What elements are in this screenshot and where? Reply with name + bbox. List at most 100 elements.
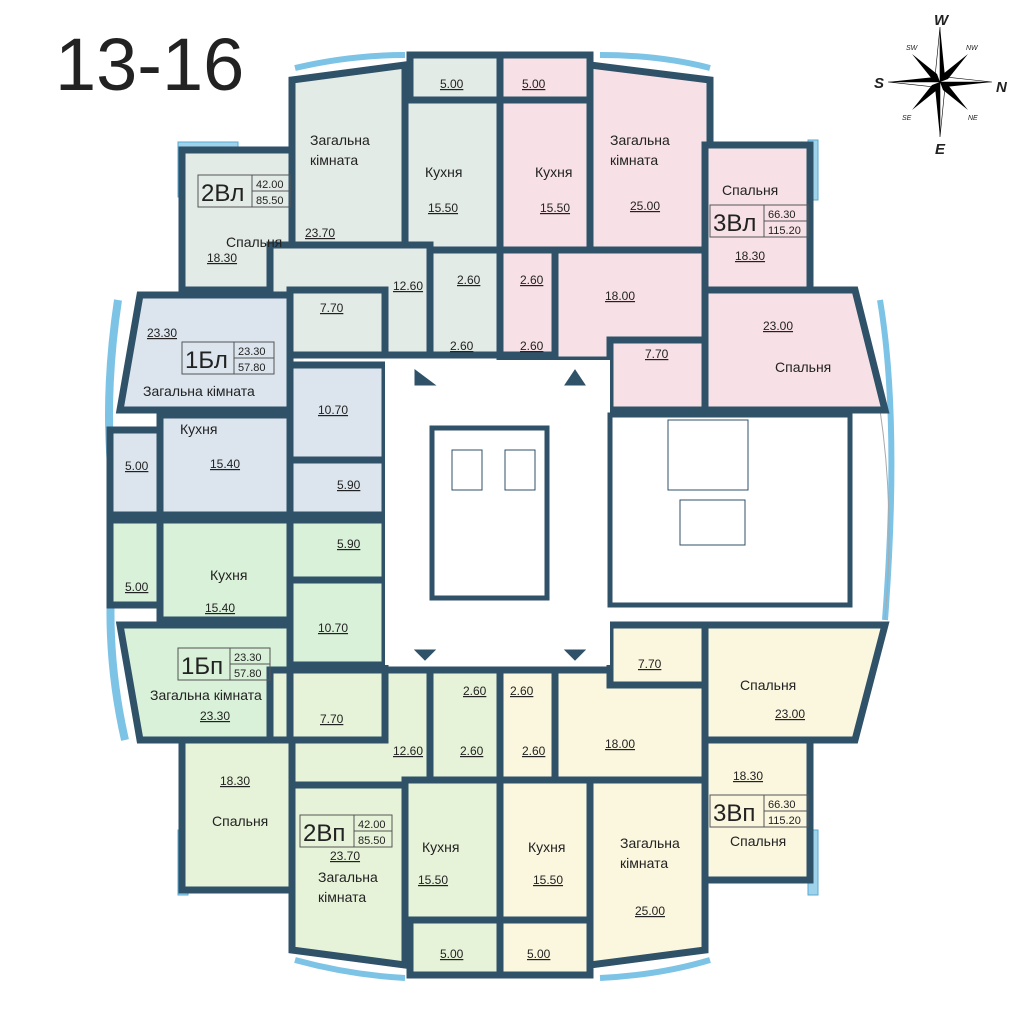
labels-3vp: 2.60 2.60 18.00 7.70 Спальня 23.00 18.30… [510,657,805,961]
room-area: 15.50 [533,873,563,887]
compass-e: E [935,141,946,158]
room-area: 15.50 [540,201,570,215]
total-area: 57.80 [234,668,262,680]
room-name: Спальня [212,813,268,829]
living-area: 23.30 [238,346,266,358]
compass-s: S [874,75,884,92]
room-name: Спальня [722,182,778,198]
room-area: 2.60 [520,273,544,287]
room-name: Кухня [425,164,462,180]
total-area: 115.20 [768,225,801,237]
apartment-code: 1Бл [185,347,228,374]
room-name: Кухня [210,567,247,583]
room-area: 15.50 [428,201,458,215]
total-area: 85.50 [358,835,386,847]
room-area: 23.70 [305,226,335,240]
room-name: Кухня [535,164,572,180]
room-area: 7.70 [320,712,344,726]
room-area: 23.30 [147,326,177,340]
living-area: 66.30 [768,799,796,811]
room-name: кімната [318,889,366,905]
room-area: 12.60 [393,744,423,758]
labels-3vl: 5.00 Кухня 15.50 Загальна кімната 25.00 … [520,77,831,375]
room-area: 18.30 [735,249,765,263]
room-name: Загальна кімната [150,687,262,703]
room-area: 2.60 [457,273,481,287]
compass-n: N [996,79,1008,96]
room-area: 18.30 [220,774,250,788]
room-name: Загальна [620,835,680,851]
living-area: 42.00 [256,179,284,191]
room-area: 2.60 [463,684,487,698]
badge-1bp: 1Бп 23.30 57.80 [177,647,271,681]
apartment-code: 3Вп [713,800,755,827]
room-name: Загальна [310,132,370,148]
room-area: 15.40 [210,457,240,471]
living-area: 42.00 [358,819,386,831]
room-area: 2.60 [510,684,534,698]
room-area: 18.00 [605,289,635,303]
room-area: 10.70 [318,403,348,417]
room-name: Загальна [318,869,378,885]
room-name: Спальня [730,833,786,849]
room-area: 5.90 [337,537,361,551]
room-area: 7.70 [645,347,669,361]
badge-3vp: 3Вп 66.30 115.20 [709,794,809,828]
compass-w: W [934,12,950,29]
room-area: 5.00 [125,580,149,594]
room-area: 2.60 [460,744,484,758]
apartment-1bl [106,291,389,519]
room-area: 18.30 [207,251,237,265]
room-area: 10.70 [318,621,348,635]
apartment-code: 3Вл [713,210,756,237]
living-area: 23.30 [234,652,262,664]
compass-se: SE [902,115,912,122]
badge-2vl: 2Вл 42.00 85.50 [197,174,291,208]
labels-1bp: 5.00 Кухня 15.40 5.90 10.70 Загальна кім… [125,537,361,723]
labels-2vp: 2.60 2.60 12.60 7.70 18.30 Спальня 23.70… [212,684,487,961]
room-name: Спальня [775,359,831,375]
room-name: Кухня [528,839,565,855]
room-area: 2.60 [450,339,474,353]
apartment-2vp [178,666,504,979]
apartment-3vl [496,51,890,414]
badge-3vl: 3Вл 66.30 115.20 [709,204,809,238]
room-name: кімната [610,152,658,168]
room-area: 12.60 [393,279,423,293]
badge-2vp: 2Вп 42.00 85.50 [299,814,393,848]
room-area: 5.00 [522,77,546,91]
room-area: 7.70 [320,301,344,315]
room-area: 25.00 [635,904,665,918]
labels-2vl: Загальна кімната 23.70 Кухня 15.50 Спаль… [207,77,481,353]
room-area: 2.60 [520,339,544,353]
room-area: 23.30 [200,709,230,723]
room-area: 25.00 [630,199,660,213]
compass-ne: NE [968,115,978,122]
total-area: 85.50 [256,195,284,207]
badge-1bl: 1Бл 23.30 57.80 [181,341,275,375]
room-name: Загальна [610,132,670,148]
room-name: Кухня [422,839,459,855]
compass-rose-icon: W E S N SW NW SE NE [874,12,1008,158]
room-name: Спальня [226,234,282,250]
room-area: 23.00 [775,707,805,721]
room-name: кімната [310,152,358,168]
room-name: Загальна кімната [143,383,255,399]
room-area: 23.70 [330,849,360,863]
room-name: Спальня [740,677,796,693]
room-area: 15.40 [205,601,235,615]
room-area: 2.60 [522,744,546,758]
apartment-1bp [106,516,389,744]
room-area: 5.00 [125,459,149,473]
room-area: 5.90 [337,478,361,492]
room-name: Кухня [180,421,217,437]
compass-nw: NW [966,45,979,52]
apartment-code: 1Бп [181,653,223,680]
room-area: 5.00 [440,77,464,91]
total-area: 115.20 [768,815,801,827]
compass-sw: SW [906,45,919,52]
building-core [385,360,853,665]
total-area: 57.80 [238,362,266,374]
